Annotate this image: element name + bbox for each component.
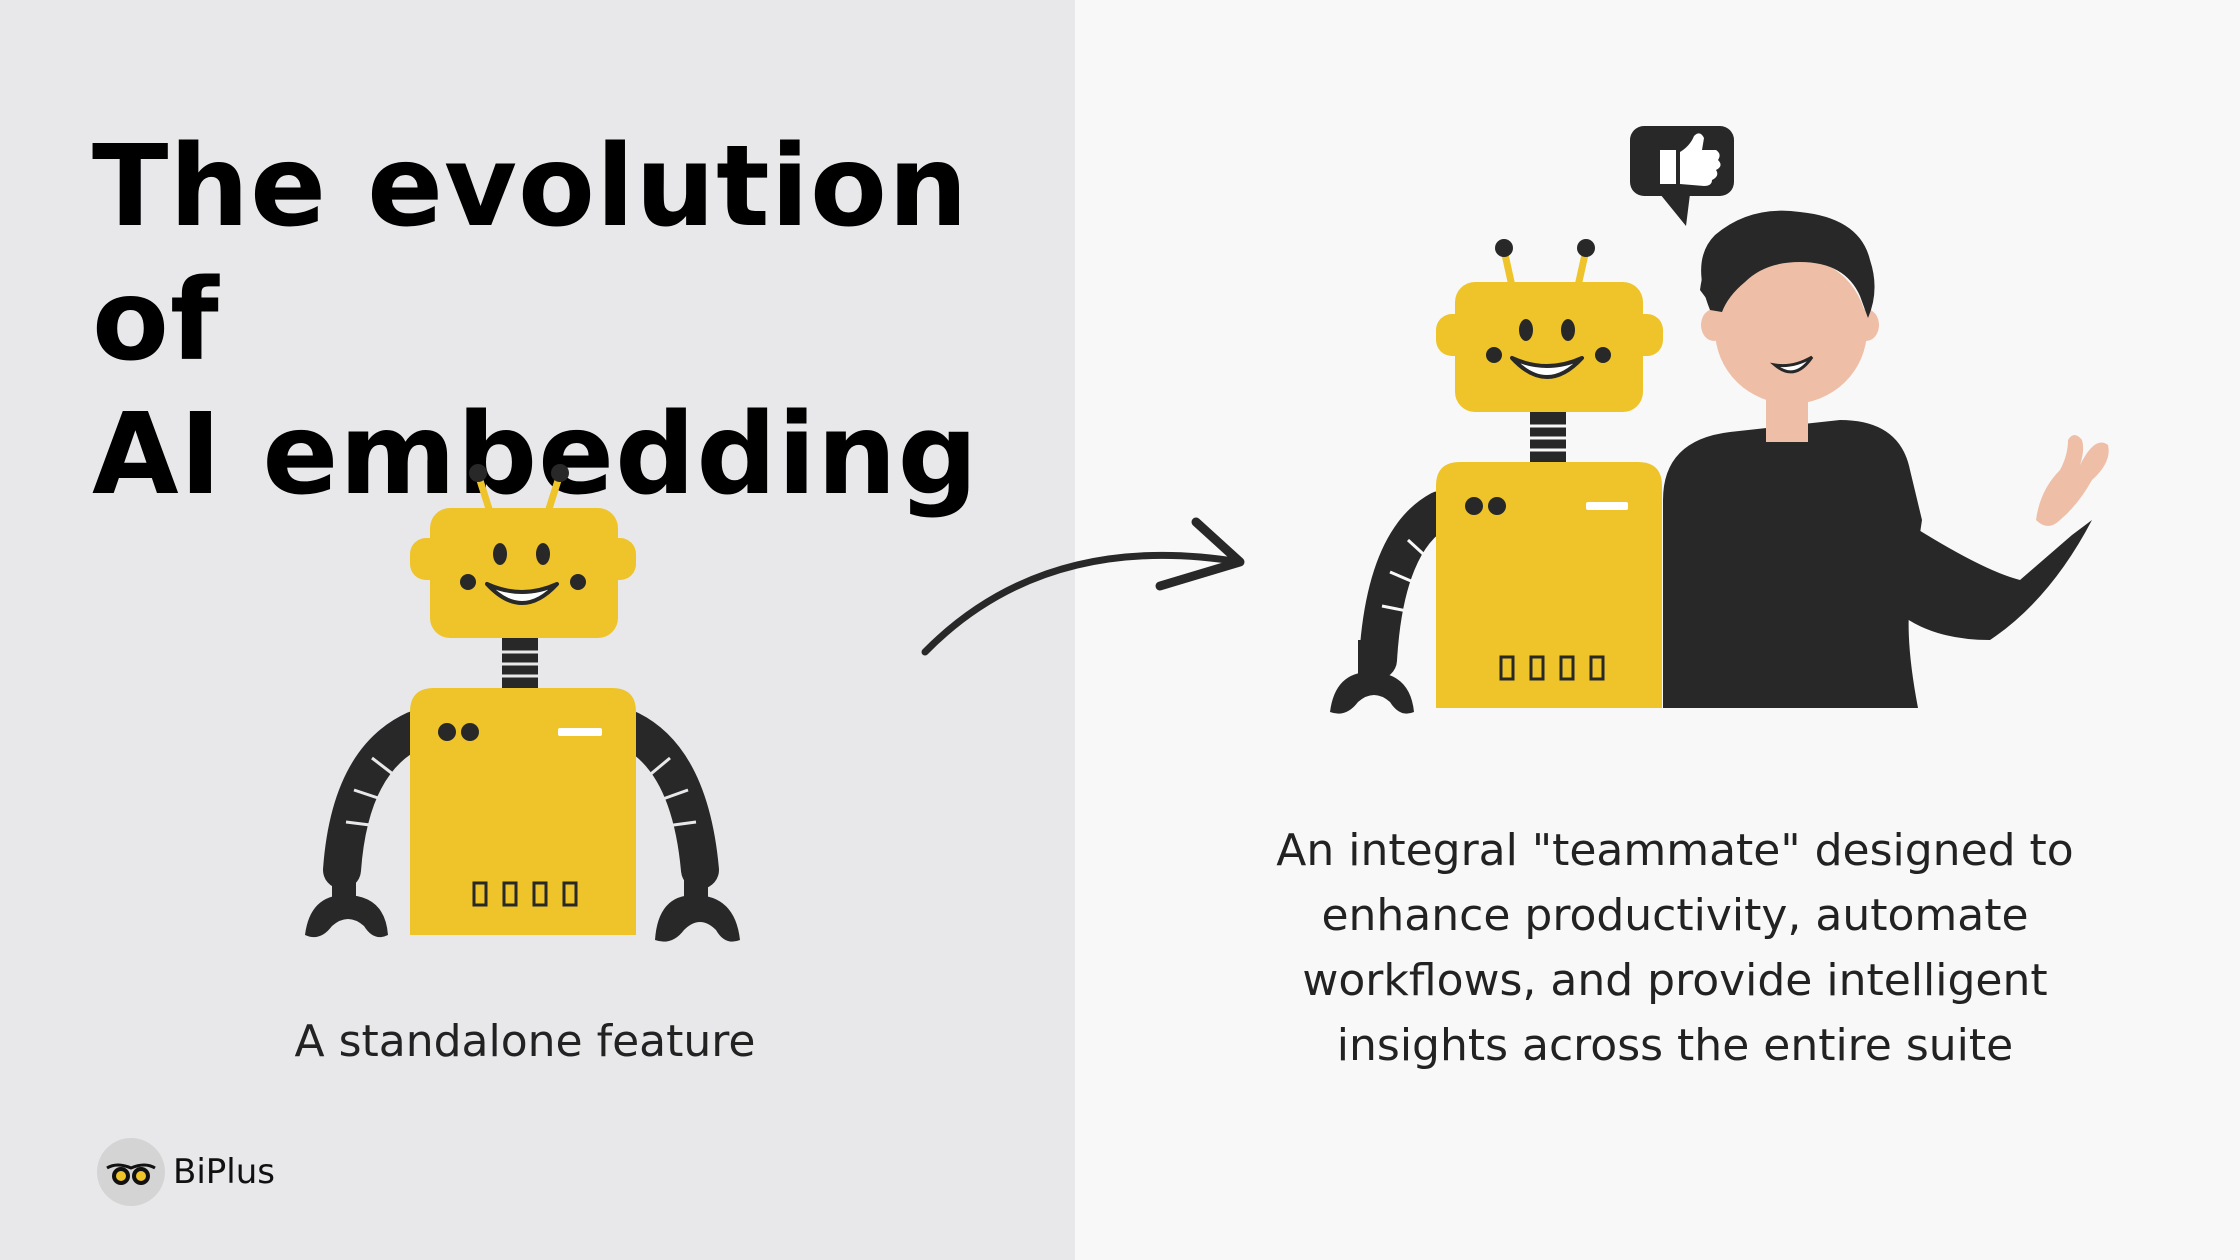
antenna-icon: [1495, 239, 1595, 290]
neck: [502, 638, 538, 688]
brand-name: BiPlus: [173, 1152, 275, 1192]
robot-arm-left: [1330, 491, 1459, 714]
title-line-1: The evolution of: [92, 122, 969, 386]
robot-left-illustration: [305, 464, 740, 942]
robot-arm-left: [305, 711, 434, 938]
smiling-face-icon: [1486, 319, 1611, 379]
curved-arrow-icon: [921, 517, 1245, 656]
neck: [1530, 412, 1566, 462]
smiling-face-icon: [460, 543, 586, 605]
thumbs-up-speech-bubble-icon: [1630, 126, 1734, 226]
left-caption: A standalone feature: [294, 1016, 756, 1067]
robot-right-illustration: [1330, 239, 1663, 714]
antenna-icon: [469, 464, 569, 516]
owl-eyes-logo-icon: [97, 1138, 165, 1206]
right-caption: An integral "teammate" designed to enhan…: [1276, 825, 2074, 1071]
robot-arm-right: [611, 711, 740, 942]
brand-logo: BiPlus: [97, 1138, 275, 1206]
page-title: The evolution of AI embedding: [92, 120, 1092, 522]
person-illustration: [1663, 210, 2109, 708]
keypad-icon: [1499, 655, 1605, 681]
keypad-icon: [472, 881, 578, 907]
title-line-2: AI embedding: [92, 390, 979, 520]
